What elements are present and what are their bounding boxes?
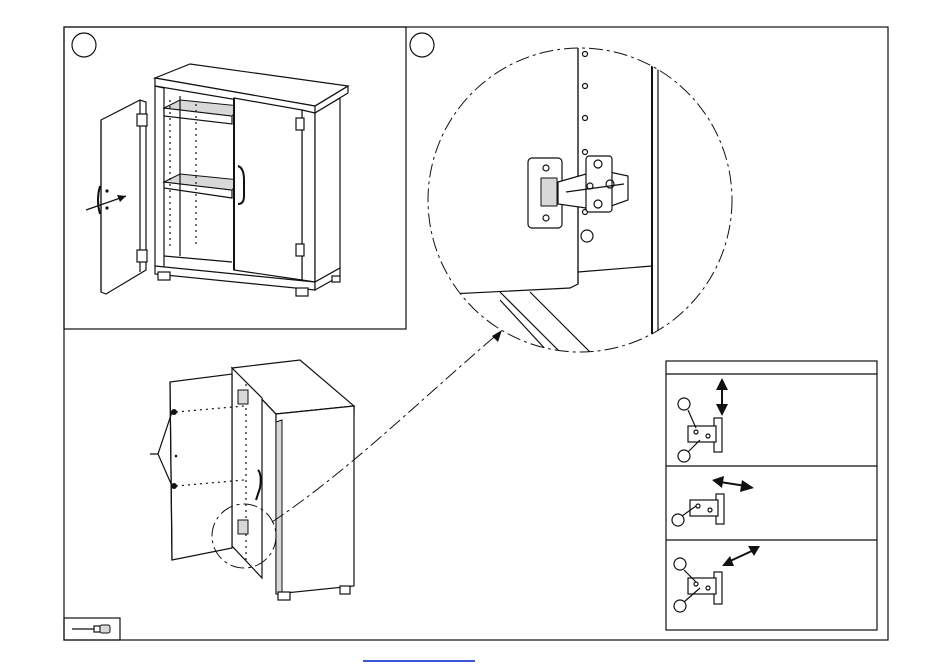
- adjust-row-horizontal: [672, 476, 754, 526]
- adjust-row-vertical: [678, 378, 728, 462]
- cabinet-mounted-illustration: [150, 360, 354, 600]
- cabinet-open-illustration: [155, 64, 348, 296]
- screwdriver-icon: [72, 625, 110, 633]
- step-1-marker: [72, 33, 96, 57]
- diagonal-arrow-icon: [722, 546, 760, 566]
- adjust-row-depth: [674, 546, 760, 612]
- horizontal-arrow-icon: [712, 476, 754, 492]
- vertical-arrow-icon: [716, 378, 728, 416]
- detached-door-illustration: [86, 100, 147, 294]
- tool-box: [64, 618, 120, 640]
- footer-link[interactable]: [363, 660, 475, 662]
- hinge-detail-magnified: [428, 48, 732, 352]
- step-2-marker: [410, 33, 434, 57]
- adjustment-panel: [666, 361, 877, 630]
